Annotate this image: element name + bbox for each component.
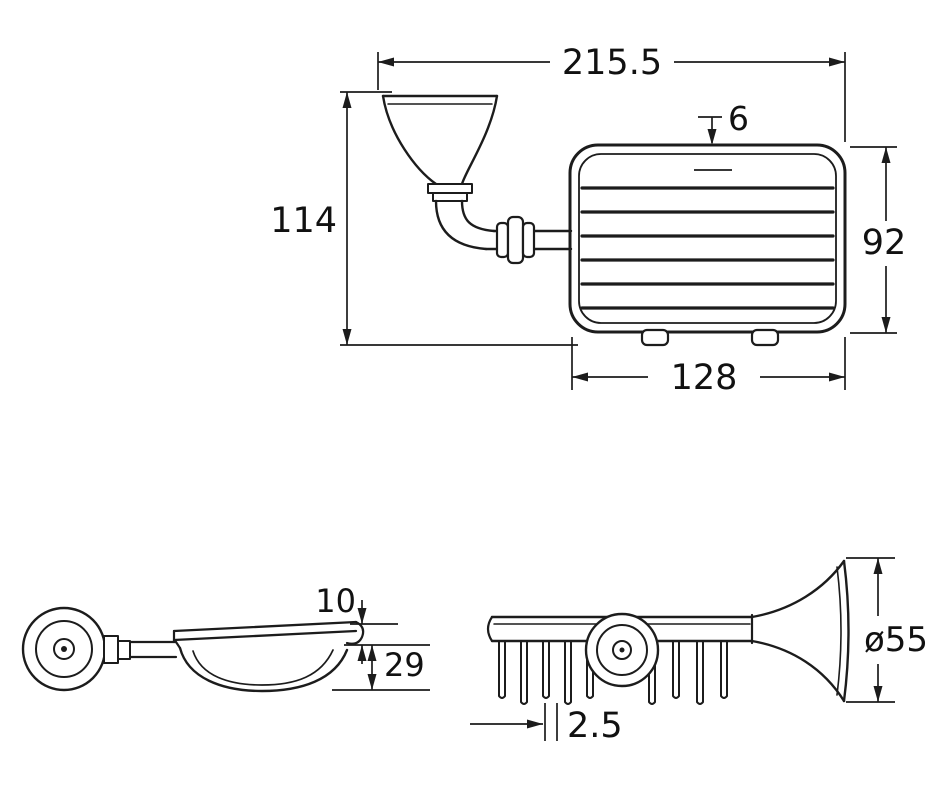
arm-collar-ring: [495, 221, 510, 259]
collar-mid-circle: [596, 624, 648, 676]
arrowhead: [527, 719, 543, 729]
dim-basket-width-label: 128: [671, 358, 738, 398]
dim-rim-height: 10: [315, 582, 430, 664]
mount-collar-bottom: [584, 612, 660, 688]
arrowhead: [572, 372, 588, 382]
basket-side: [172, 620, 365, 693]
arrowhead: [829, 57, 845, 67]
flange-hub-circle: [53, 638, 75, 660]
basket-foot: [750, 328, 780, 347]
dim-mount-height-label: 114: [270, 201, 337, 241]
basket-prong: [586, 640, 594, 699]
dim-basket-height-label: 92: [862, 223, 907, 263]
side-bowl-outer: [178, 646, 349, 693]
flange-center-dot: [61, 646, 67, 652]
arrowhead: [881, 147, 891, 163]
basket-front: [568, 143, 847, 347]
arrowhead: [367, 674, 377, 690]
dim-rim-height-label: 10: [315, 582, 356, 620]
wall-flange: [381, 94, 499, 202]
flange-collar-ring: [432, 192, 468, 202]
basket-prong: [720, 640, 728, 699]
side-bowl-inner: [192, 649, 334, 686]
flange-left-curve: [381, 94, 438, 186]
basket-frame-inner: [578, 153, 837, 324]
arrowhead: [357, 645, 367, 661]
flange-mouth-outer: [842, 559, 850, 703]
basket-prong: [542, 640, 550, 699]
dim-wire-gap: 6: [694, 99, 749, 171]
side-rim-bottom: [172, 629, 358, 642]
arrowhead: [873, 558, 883, 574]
dim-overall-width-label: 215.5: [562, 43, 662, 83]
dim-flange-diameter: ø55: [846, 557, 928, 703]
basket-prong: [564, 640, 572, 705]
dim-wire-gap-label: 6: [728, 99, 749, 138]
arm-outer-curve: [434, 199, 488, 251]
dim-wire-spacing: 2.5: [470, 703, 623, 746]
dim-basket-width: 128: [571, 337, 846, 398]
dim-basket-depth-label: 29: [384, 646, 425, 684]
arrowhead: [357, 608, 367, 624]
dim-basket-height: 92: [850, 146, 907, 334]
side-bowl-left-edge: [174, 640, 182, 650]
basket-frame-outer: [568, 143, 847, 334]
side-collar-ring: [117, 640, 131, 660]
flange-mid-circle: [35, 620, 93, 678]
dim-basket-depth: 29: [332, 645, 430, 691]
dim-overall-width: 215.5: [377, 43, 846, 142]
arrowhead: [378, 57, 394, 67]
basket-prong: [696, 640, 704, 705]
basket-foot: [640, 328, 670, 347]
flange-right-curve: [460, 94, 499, 186]
dim-flange-diameter-label: ø55: [864, 620, 928, 660]
basket-prong: [672, 640, 680, 699]
dim-wire-spacing-label: 2.5: [567, 706, 623, 746]
side-rim-top: [172, 620, 358, 633]
arm-collar-ring: [521, 221, 536, 259]
mount-arm: [434, 199, 573, 265]
flange-side: [21, 606, 178, 692]
basket-prong: [648, 640, 656, 705]
arm-inner-curve: [460, 199, 496, 233]
flange-bell-bottom: [750, 639, 846, 703]
arrowhead: [881, 317, 891, 333]
flange-bottom: [750, 559, 850, 703]
bottom-rail-left-cap: [486, 615, 494, 643]
arrowhead: [367, 645, 377, 661]
side-collar-ring: [103, 635, 119, 664]
arrowhead: [829, 372, 845, 382]
arrowhead: [342, 329, 352, 345]
basket-prong: [520, 640, 528, 705]
collar-center-dot: [619, 647, 625, 653]
front-view: 215.5 114 6 92: [270, 43, 906, 398]
dim-mount-height: 114: [270, 91, 578, 346]
arrowhead: [873, 686, 883, 702]
side-view: 10 29: [21, 582, 430, 693]
flange-collar-ring: [427, 183, 473, 194]
flange-bell-top: [750, 559, 846, 619]
arm-collar-ring: [506, 215, 525, 265]
flange-mouth-inner: [836, 566, 842, 696]
arrowhead: [342, 92, 352, 108]
collar-hub-circle: [612, 640, 632, 660]
bottom-view: ø55 2.5: [470, 557, 928, 746]
side-rim-curl: [345, 620, 365, 645]
arrowhead: [707, 129, 717, 145]
basket-prong: [498, 640, 506, 699]
